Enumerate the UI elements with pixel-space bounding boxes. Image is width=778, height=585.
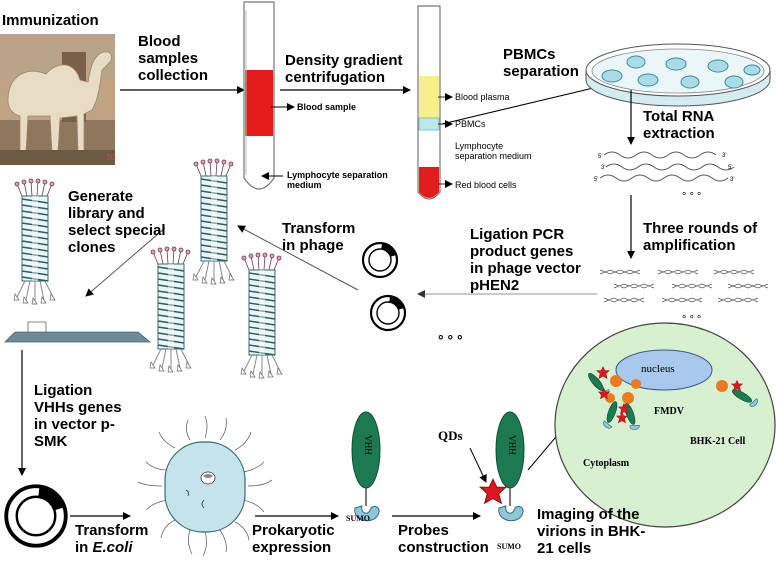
step-ligation-vhh: Ligation VHHs genes in vector p- SMK [34,382,122,450]
label-red-blood-cells: Red blood cells [455,180,517,190]
plasmid-icon [361,241,399,279]
step-probes-construction: Probes construction [398,522,489,556]
selection-plate [4,321,152,343]
phage-bound-icon [13,178,56,305]
arrow-pbmcs-dish [441,82,607,125]
label-nucleus: nucleus [641,363,675,375]
label-pbmcs: PBMCs [455,119,486,129]
step-density-gradient: Density gradient centrifugation [285,52,403,86]
svg-text:5': 5' [594,177,598,183]
svg-text:5': 5' [598,154,602,160]
svg-text:3': 3' [730,177,734,183]
label-vhh-2: VHH [506,435,517,455]
ellipsis-dna: ° ° ° [682,314,702,326]
plasmid-vector-icon [4,484,68,548]
step-prokaryotic-expression: Prokaryotic expression [252,522,335,556]
rna-strands [599,151,735,182]
ecoli-italic: E.coli [92,539,133,556]
photo-number: 20 [106,153,115,162]
step-amplification: Three rounds of amplification [643,220,758,254]
step-generate-library: Generate library and select special clon… [68,188,166,256]
step-imaging: Imaging of the virions in BHK- 21 cells [537,506,646,557]
separated-tube [417,5,441,200]
label-blood-sample: Blood sample [297,102,357,112]
camel-photo [0,34,115,165]
label-fmdv: FMDV [654,406,684,417]
phage-icon [240,252,283,379]
label-bhk-cell: BHK-21 Cell [690,436,746,447]
transform-ecoli-text: Transform in [75,522,149,556]
step-rna-extraction: Total RNA extraction [643,108,715,142]
label-cytoplasm: Cytoplasm [583,458,630,469]
label-sumo-2: SUMO [497,542,521,551]
svg-text:5': 5' [728,165,732,171]
arrow-generate-library [85,227,166,297]
vhh-qd-probe [495,411,525,522]
label-lymphocyte-medium-2: Lymphocyte separation medium [455,141,532,161]
svg-text:3': 3' [722,153,726,159]
dna-strands [599,269,769,303]
quantum-dot-icon [479,478,507,504]
ecoli-cell [137,415,273,557]
label-blood-plasma: Blood plasma [455,92,510,102]
step-immunization: Immunization [2,12,99,29]
step-ligation-pcr: Ligation PCR product genes in phage vect… [470,226,581,294]
label-vhh-1: VHH [362,435,373,455]
vhh-sumo-probe [351,411,381,522]
step-blood-collection: Blood samples collection [138,33,209,84]
ellipsis-plasmid: ° ° ° [438,332,463,348]
label-qds: QDs [438,428,463,443]
step-transform-ecoli: Transform in E.coli [75,522,148,556]
blood-tube [243,1,275,190]
arrow-qds [469,447,487,483]
ellipsis-rna: ° ° ° [682,191,702,203]
arrow-transform-phage [237,225,359,291]
bhk-cell [554,322,776,528]
phage-icon [149,246,192,373]
label-sumo-1: SUMO [346,514,370,523]
label-lymphocyte-medium: Lymphocyte separation medium [287,170,388,190]
petri-dish [585,43,771,107]
phage-icon [192,158,235,285]
step-transform-phage: Transform in phage [282,220,356,254]
step-pbmc-separation: PBMCs separation [503,46,579,80]
svg-text:3': 3' [601,165,605,171]
plasmid-icon [369,294,407,332]
